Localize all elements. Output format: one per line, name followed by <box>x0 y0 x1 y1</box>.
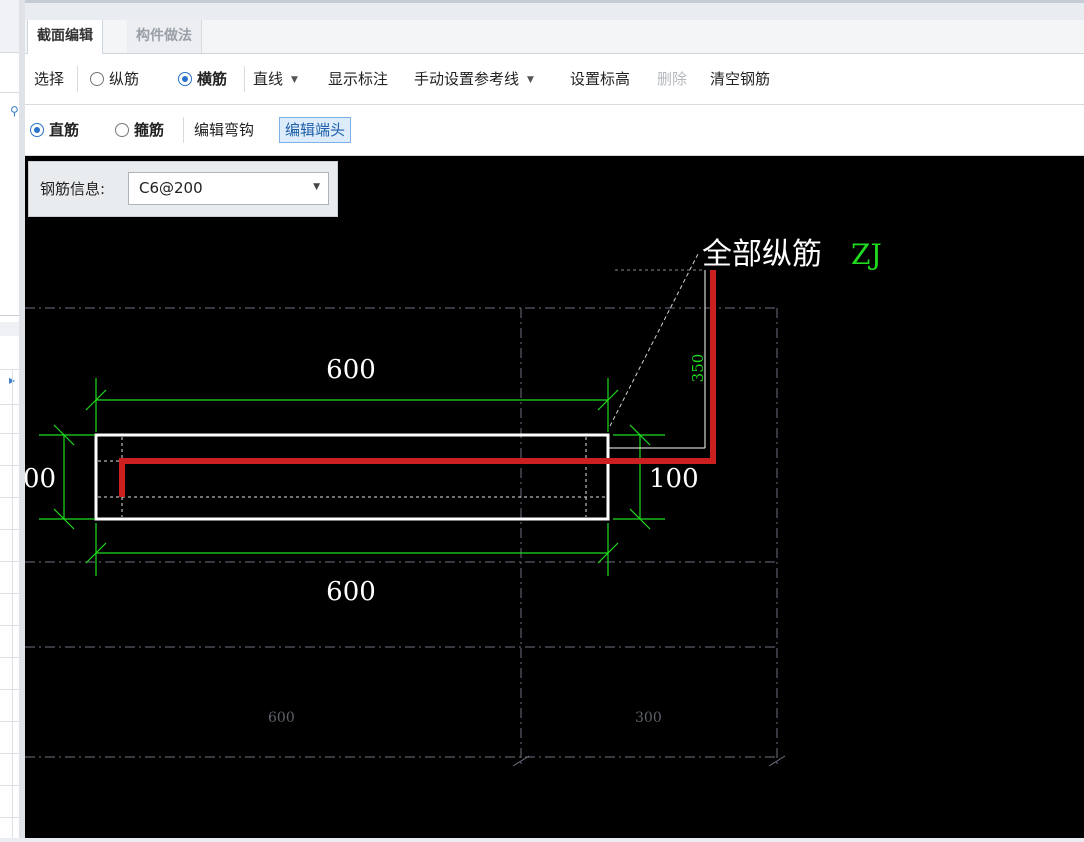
radio-longitudinal[interactable]: 纵筋 <box>90 54 139 104</box>
list-row-divider <box>0 817 19 818</box>
chevron-down-icon: ▼ <box>313 182 320 192</box>
dimension-left <box>39 424 95 530</box>
leader-line <box>609 253 699 427</box>
dimension-right <box>613 424 665 530</box>
grid-label-600: 600 <box>268 710 295 726</box>
radio-straight[interactable]: 直筋 <box>30 105 79 155</box>
radio-icon <box>90 72 104 86</box>
dimension-left-label: 00 <box>25 464 56 494</box>
manual-reference-label: 手动设置参考线 <box>414 70 520 88</box>
rebar-info-label: 钢筋信息: <box>40 180 106 198</box>
radio-selected-icon <box>30 123 44 137</box>
dimension-bottom <box>85 523 619 576</box>
manual-reference-line-dropdown[interactable]: 手动设置参考线 ▼ <box>414 54 534 104</box>
radio-transverse[interactable]: 横筋 <box>178 54 227 104</box>
tab-component-practice[interactable]: 构件做法 <box>127 20 202 53</box>
tab-bar: 截面编辑 构件做法 <box>25 20 1084 54</box>
list-row-divider <box>0 785 19 786</box>
left-panel: ⚲ ▸ <box>0 0 20 838</box>
radio-stirrup-label: 箍筋 <box>134 121 165 139</box>
dimension-bottom-label: 600 <box>326 577 376 607</box>
dimension-top-label: 600 <box>326 355 376 385</box>
list-row-divider <box>0 433 19 434</box>
rebar-info-value: C6@200 <box>139 179 203 197</box>
list-row-divider <box>0 465 19 466</box>
radio-icon <box>115 123 129 137</box>
list-row-divider <box>0 369 19 370</box>
edit-end-button[interactable]: 编辑端头 <box>279 117 352 143</box>
list-row-divider <box>0 657 19 658</box>
radio-selected-icon <box>178 72 192 86</box>
section-outline <box>94 433 610 521</box>
chevron-down-icon: ▼ <box>291 75 298 85</box>
grid-tick <box>768 755 786 767</box>
list-row-divider <box>0 689 19 690</box>
divider <box>244 66 245 92</box>
left-panel-section-header <box>0 322 19 336</box>
divider <box>183 117 184 143</box>
clear-rebar-button[interactable]: 清空钢筋 <box>710 70 771 88</box>
list-row-divider <box>0 497 19 498</box>
rebar-code-label: ZJ <box>851 238 882 271</box>
grid-tick <box>512 755 530 767</box>
divider <box>0 315 19 316</box>
radio-longitudinal-label: 纵筋 <box>109 70 140 88</box>
list-row-divider <box>0 529 19 530</box>
rebar-type-toolbar: 直筋 箍筋 编辑弯钩 编辑端头 <box>25 105 1084 156</box>
radio-straight-label: 直筋 <box>49 121 80 139</box>
drawing-canvas[interactable]: 600 300 600 600 <box>23 156 1084 838</box>
dimension-right-label: 100 <box>649 464 699 494</box>
edit-hook-button[interactable]: 编辑弯钩 <box>194 121 255 139</box>
search-icon[interactable]: ⚲ <box>10 104 19 118</box>
list-row-divider <box>0 404 19 405</box>
delete-button[interactable]: 删除 <box>657 70 688 88</box>
list-row-divider <box>0 625 19 626</box>
divider <box>12 370 13 838</box>
rebar-line[interactable] <box>119 270 716 497</box>
list-row-divider <box>0 721 19 722</box>
rebar-info-panel: 钢筋信息: C6@200 ▼ <box>28 161 338 217</box>
left-panel-header <box>0 0 19 53</box>
radio-stirrup[interactable]: 箍筋 <box>115 105 164 155</box>
show-annotation-button[interactable]: 显示标注 <box>328 70 389 88</box>
rebar-info-dropdown[interactable]: C6@200 ▼ <box>128 172 329 205</box>
line-mode-label: 直线 <box>253 70 284 88</box>
list-row-divider <box>0 753 19 754</box>
set-elevation-button[interactable]: 设置标高 <box>570 70 631 88</box>
line-mode-dropdown[interactable]: 直线 ▼ <box>253 54 298 104</box>
divider <box>77 66 78 92</box>
dimension-vertical-label: 350 <box>689 354 707 383</box>
drawing-toolbar: 选择 纵筋 横筋 直线 ▼ 显示标注 手动设置参考线 ▼ 设置标高 删除 清空钢筋 <box>25 54 1084 105</box>
divider <box>0 92 19 93</box>
radio-transverse-label: 横筋 <box>197 70 228 88</box>
grid-label-300: 300 <box>635 710 662 726</box>
window-top-strip <box>25 0 1084 20</box>
all-longitudinal-label: 全部纵筋 <box>702 237 822 272</box>
select-button[interactable]: 选择 <box>34 70 65 88</box>
chevron-down-icon: ▼ <box>527 75 534 85</box>
tab-section-edit[interactable]: 截面编辑 <box>27 20 103 54</box>
list-row-divider <box>0 561 19 562</box>
section-drawing: 600 300 600 600 <box>23 237 882 768</box>
list-row-divider <box>0 593 19 594</box>
dimension-top <box>85 378 619 432</box>
